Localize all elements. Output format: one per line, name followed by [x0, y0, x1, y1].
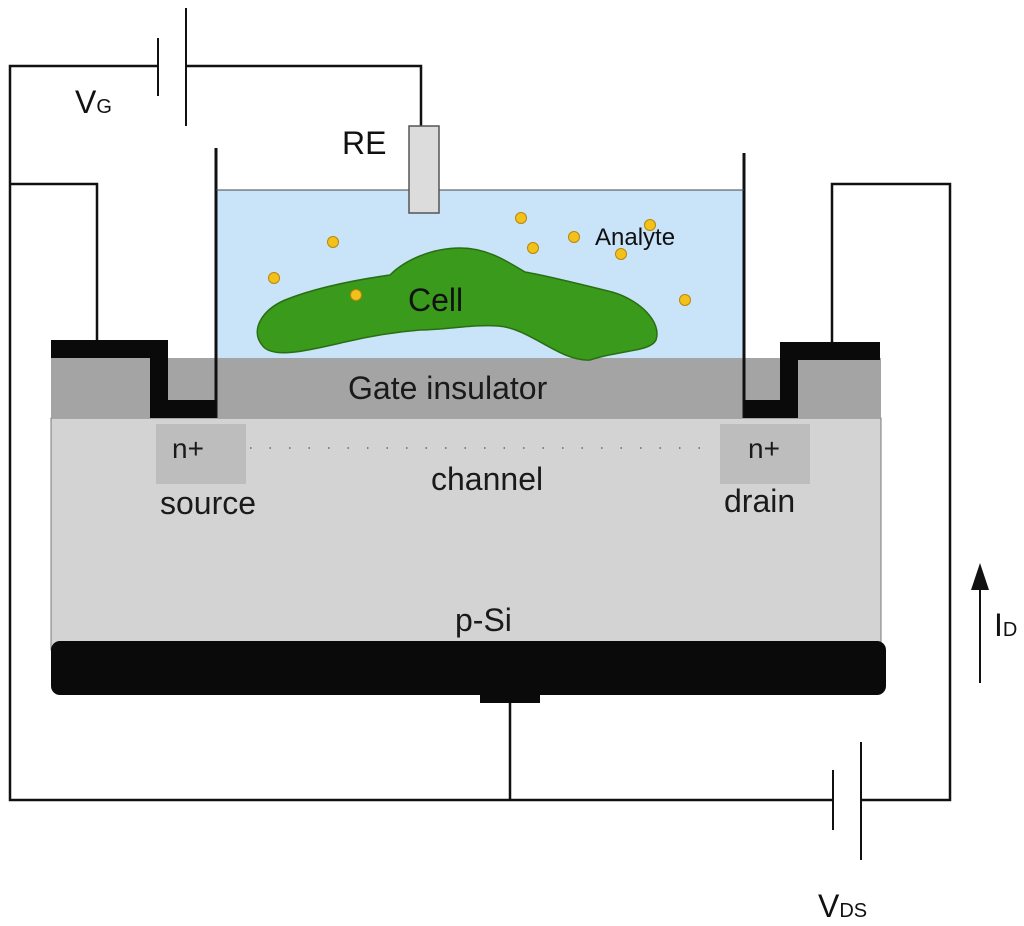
- source-doping-label: n+: [172, 433, 204, 464]
- analyte-particle: [568, 231, 580, 243]
- drain-current-arrow-icon: [971, 563, 989, 683]
- back-contact-tab: [480, 695, 540, 703]
- reference-electrode: [408, 125, 440, 214]
- analyte-particle: [615, 248, 627, 260]
- drain-doping-label: n+: [748, 433, 780, 464]
- drain-n-plus-region: [720, 424, 810, 484]
- cell-shape: [256, 247, 658, 361]
- drain-contact: [744, 342, 880, 418]
- analyte-particle: [644, 219, 656, 231]
- source-contact: [51, 340, 216, 418]
- back-contact: [51, 641, 886, 695]
- gate-insulator-label: Gate insulator: [348, 370, 548, 406]
- vg-battery-icon: [157, 8, 187, 126]
- source-label: source: [160, 485, 256, 521]
- analyte-particle: [327, 236, 339, 248]
- analyte-particle: [515, 212, 527, 224]
- analyte-particle: [527, 242, 539, 254]
- vds-battery-icon: [832, 742, 862, 860]
- cell-label: Cell: [408, 282, 463, 318]
- p-si-label: p-Si: [455, 602, 512, 638]
- source-n-plus-region: [156, 424, 246, 484]
- channel-label: channel: [431, 461, 543, 497]
- analyte-particle: [268, 272, 280, 284]
- analyte-particle: [350, 289, 362, 301]
- analyte-particle: [679, 294, 691, 306]
- circuit-wiring: [8, 64, 952, 802]
- analyte-particles: [268, 212, 691, 306]
- vds-label: VDS: [818, 888, 867, 924]
- analyte-label: Analyte: [595, 224, 675, 251]
- drain-label: drain: [724, 483, 795, 519]
- id-label: ID: [994, 607, 1017, 643]
- re-label: RE: [342, 125, 386, 161]
- vg-label: VG: [75, 84, 112, 120]
